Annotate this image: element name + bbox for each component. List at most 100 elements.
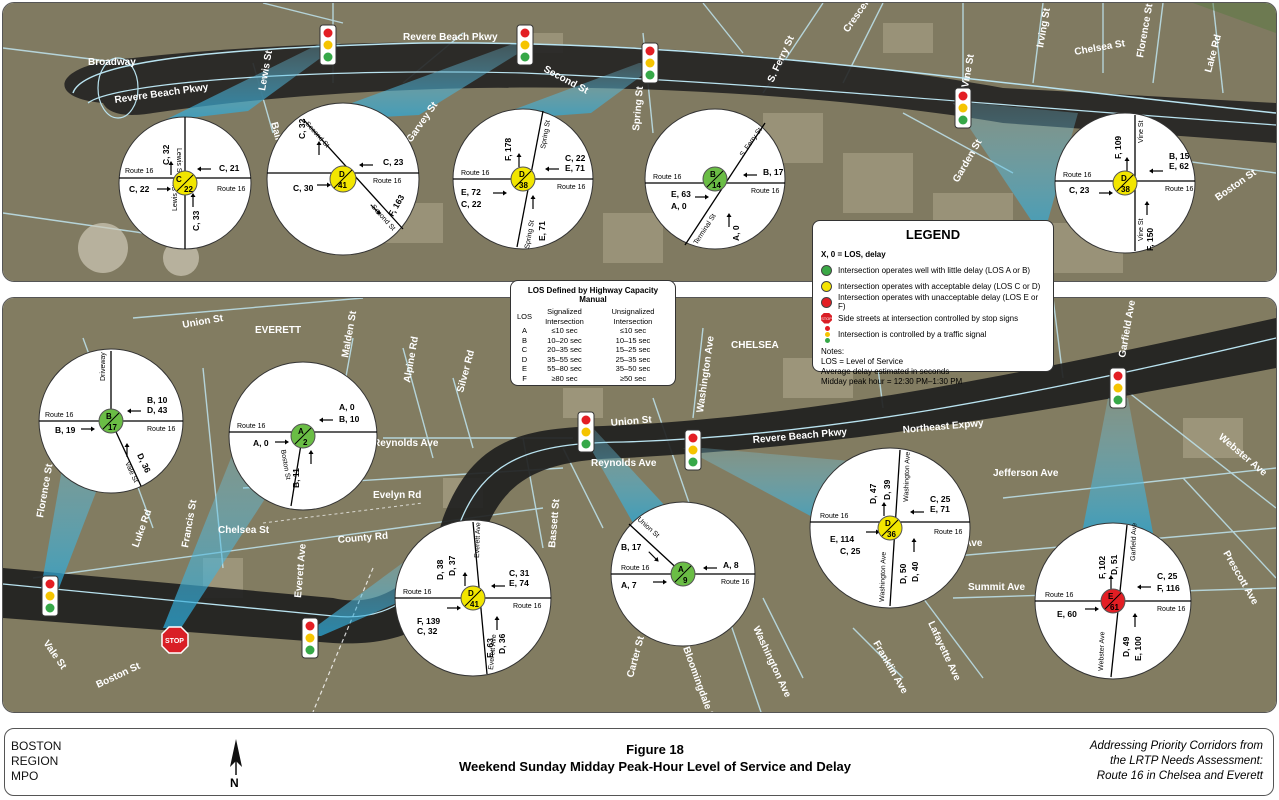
movement-label: E, 72 bbox=[461, 187, 481, 197]
road-label: Route 16 bbox=[45, 412, 74, 419]
road-label: Route 16 bbox=[125, 168, 154, 175]
intersection-7[interactable]: Route 16 Boston St A, 0 B, 10 A, 0 B, 11… bbox=[228, 361, 378, 511]
movement-label: C, 25 bbox=[840, 546, 861, 556]
street-label: Union St bbox=[610, 414, 653, 429]
movement-label: C, 32 bbox=[417, 626, 438, 636]
intersection-2[interactable]: Second St Route 16 Second St C, 32 C, 23… bbox=[266, 102, 420, 256]
movement-label: B, 19 bbox=[55, 425, 76, 435]
los-col-header: LOS bbox=[517, 311, 533, 321]
los-delay: 17 bbox=[108, 423, 117, 432]
intersection-1[interactable]: Route 16 Route 16 Lewis St Lewis St C, 3… bbox=[118, 116, 252, 250]
los-grade: B bbox=[710, 170, 716, 179]
report-subtitle: Addressing Priority Corridors from the L… bbox=[1089, 740, 1263, 782]
movement-label: E, 114 bbox=[830, 534, 854, 544]
los-delay: 38 bbox=[1121, 185, 1130, 194]
movement-label: C, 22 bbox=[129, 184, 150, 194]
movement-label: A, 0 bbox=[339, 402, 355, 412]
road-label: Route 16 bbox=[1045, 592, 1074, 599]
los-grade: D bbox=[519, 170, 525, 179]
intersection-4[interactable]: Route 16 Route 16 S. Ferry St Terminal S… bbox=[644, 108, 786, 250]
los-grade: D bbox=[339, 170, 345, 179]
footer: BOSTON REGION MPO N Figure 18 Weekend Su… bbox=[4, 728, 1274, 796]
movement-label: C, 32 bbox=[161, 144, 171, 165]
road-label: Route 16 bbox=[147, 426, 176, 433]
movement-label: B, 15 bbox=[1169, 151, 1190, 161]
movement-label: C, 21 bbox=[219, 163, 240, 173]
movement-label: C, 22 bbox=[565, 153, 586, 163]
movement-label: D, 47 bbox=[868, 483, 878, 504]
los-grade: D bbox=[468, 589, 474, 598]
movement-label: C, 30 bbox=[293, 183, 314, 193]
movement-label: B, 10 bbox=[147, 395, 168, 405]
legend-notes: Notes: LOS = Level of Service Average de… bbox=[821, 347, 963, 386]
table-row: A≤10 sec≤10 sec bbox=[522, 326, 647, 335]
top-map-panel: Broadway Revere Beach Pkwy Revere Beach … bbox=[2, 2, 1277, 282]
beam-5 bbox=[953, 103, 1078, 238]
stop-sign-icon: STOP bbox=[821, 312, 832, 324]
movement-label: C, 32 bbox=[297, 118, 307, 139]
movement-label: E, 63 bbox=[485, 638, 495, 658]
movement-label: C, 23 bbox=[1069, 185, 1090, 195]
movement-label: A, 0 bbox=[253, 438, 269, 448]
los-grade: D bbox=[1121, 174, 1127, 183]
figure-number: Figure 18 bbox=[626, 742, 684, 757]
bottom-map-panel: STOP EVERETT CHELSEA Union St Malden St … bbox=[2, 297, 1277, 713]
intersection-5[interactable]: Route 16 Route 16 Vine St Vine St F, 109… bbox=[1054, 112, 1196, 254]
traffic-signal-icon bbox=[954, 87, 972, 129]
los-grade: B bbox=[106, 412, 112, 421]
los-grade: C bbox=[176, 175, 182, 184]
movement-label: A, 7 bbox=[621, 580, 637, 590]
movement-label: D, 50 bbox=[898, 563, 908, 584]
los-delay: 9 bbox=[683, 576, 688, 585]
road-label: Everett Ave bbox=[474, 522, 482, 558]
road-label: Route 16 bbox=[934, 529, 963, 536]
road-label: Route 16 bbox=[621, 565, 650, 572]
road-label: Washington Ave bbox=[879, 552, 888, 603]
road-label: Webster Ave bbox=[1098, 631, 1106, 671]
road-label: Route 16 bbox=[513, 603, 542, 610]
movement-label: E, 71 bbox=[930, 504, 950, 514]
movement-label: E, 62 bbox=[1169, 161, 1189, 171]
road-label: Everett Ave bbox=[488, 634, 498, 670]
road-label: Vine St bbox=[1138, 121, 1145, 143]
signalized-col-header: Signalized Intersection bbox=[545, 307, 584, 326]
intersection-8[interactable]: Route 16 Route 16 Everett Ave Everett Av… bbox=[394, 519, 552, 677]
movement-label: A, 0 bbox=[671, 201, 687, 211]
road-label: Route 16 bbox=[820, 513, 849, 520]
figure-caption: Figure 18 Weekend Sunday Midday Peak-Hou… bbox=[405, 741, 905, 775]
road-label: Route 16 bbox=[217, 186, 246, 193]
road-label: Route 16 bbox=[1157, 606, 1186, 613]
street-label: Chelsea St bbox=[218, 525, 270, 536]
movement-label: C, 33 bbox=[191, 210, 201, 231]
city-boundary bbox=[312, 567, 374, 712]
stop-sign-label: STOP bbox=[165, 638, 184, 645]
street-label: Jefferson Ave bbox=[993, 468, 1059, 479]
intersection-10[interactable]: Route 16 Route 16 Washington Ave Washing… bbox=[809, 447, 971, 609]
movement-label: B, 10 bbox=[339, 414, 360, 424]
beam-3 bbox=[483, 63, 659, 121]
street-label: County Rd bbox=[337, 531, 388, 546]
traffic-signal-icon bbox=[684, 429, 702, 471]
road-label: Route 16 bbox=[653, 174, 682, 181]
intersection-9[interactable]: Route 16 Route 16 Union St B, 17 A, 8 A,… bbox=[610, 501, 756, 647]
unsignalized-col-header: Unsignalized Intersection bbox=[611, 307, 655, 326]
movement-label: D, 51 bbox=[1109, 554, 1119, 575]
movement-label: F, 178 bbox=[503, 138, 513, 161]
movement-label: E, 74 bbox=[509, 578, 529, 588]
movement-label: F, 102 bbox=[1097, 556, 1107, 579]
org-name: BOSTON REGION MPO bbox=[11, 739, 62, 783]
intersection-11[interactable]: Route 16 Route 16 Garfield Ave Webster A… bbox=[1034, 522, 1192, 680]
beam-2 bbox=[303, 43, 535, 121]
legend-item: Intersection operates with unacceptable … bbox=[821, 293, 1045, 311]
movement-label: E, 71 bbox=[537, 221, 547, 241]
movement-label: C, 23 bbox=[383, 157, 404, 167]
intersection-6[interactable]: Route 16 Route 16 Driveway Vale St B, 10… bbox=[38, 348, 184, 494]
road-label: Route 16 bbox=[403, 589, 432, 596]
road-label: Spring St bbox=[524, 220, 536, 250]
movement-label: D, 49 bbox=[1121, 636, 1131, 657]
intersection-3[interactable]: Route 16 Route 16 Spring St Spring St F,… bbox=[452, 108, 594, 250]
figure-title: Weekend Sunday Midday Peak-Hour Level of… bbox=[458, 759, 852, 774]
neighborhood-everett: EVERETT bbox=[255, 325, 301, 336]
